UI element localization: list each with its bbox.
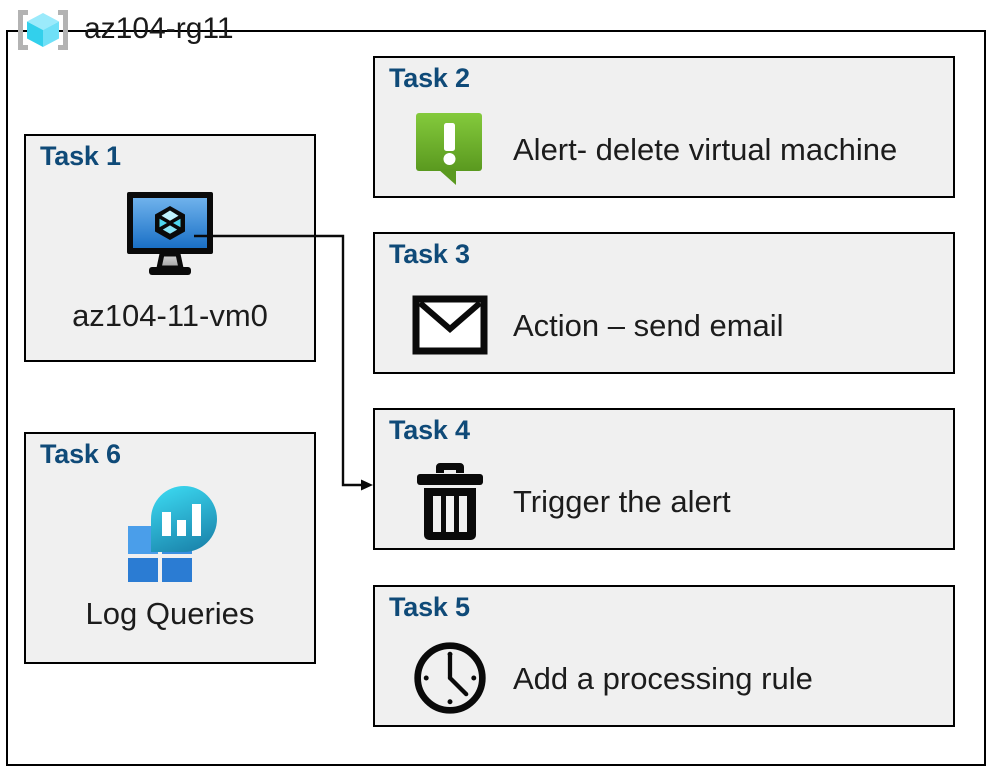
clock-icon	[414, 642, 486, 714]
resource-group-cube-icon	[18, 10, 68, 50]
resource-group-label: az104-rg11	[84, 12, 234, 45]
task6-icon-slot	[118, 480, 222, 584]
task3-title: Task 3	[389, 239, 470, 269]
task6-box[interactable]: Task 6	[24, 432, 316, 664]
envelope-icon	[412, 295, 488, 355]
task2-box[interactable]: Task 2 Alert- delete virtual machin	[373, 56, 955, 198]
task5-caption: Add a processing rule	[513, 660, 813, 696]
task5-title: Task 5	[389, 592, 470, 622]
task2-title: Task 2	[389, 63, 470, 93]
task4-caption: Trigger the alert	[513, 483, 731, 519]
task3-icon-slot	[411, 295, 489, 355]
task1-box[interactable]: Task 1	[24, 134, 316, 362]
task3-caption: Action – send email	[513, 307, 784, 343]
task2-caption: Alert- delete virtual machine	[513, 131, 898, 167]
task2-icon-slot	[411, 111, 489, 187]
task1-title: Task 1	[40, 141, 121, 171]
task5-icon-slot	[411, 637, 489, 719]
task1-caption: az104-11-vm0	[72, 298, 268, 333]
resource-group-label-gap	[44, 50, 296, 76]
task6-caption: Log Queries	[85, 596, 255, 631]
trash-can-icon	[417, 463, 483, 540]
task4-box[interactable]: Task 4 Trigger the alert	[373, 408, 955, 550]
task4-icon-slot	[411, 459, 489, 543]
task3-box[interactable]: Task 3 Action – send email	[373, 232, 955, 374]
resource-group-header: az104-rg11	[12, 2, 234, 58]
task4-title: Task 4	[389, 415, 470, 445]
task5-box[interactable]: Task 5 Add a processing rule	[373, 585, 955, 727]
task6-title: Task 6	[40, 439, 121, 469]
resource-group-container	[6, 30, 986, 766]
virtual-machine-icon	[127, 192, 213, 275]
log-analytics-icon	[128, 486, 217, 582]
alert-exclamation-icon	[416, 113, 482, 185]
task1-icon-slot	[122, 182, 218, 286]
